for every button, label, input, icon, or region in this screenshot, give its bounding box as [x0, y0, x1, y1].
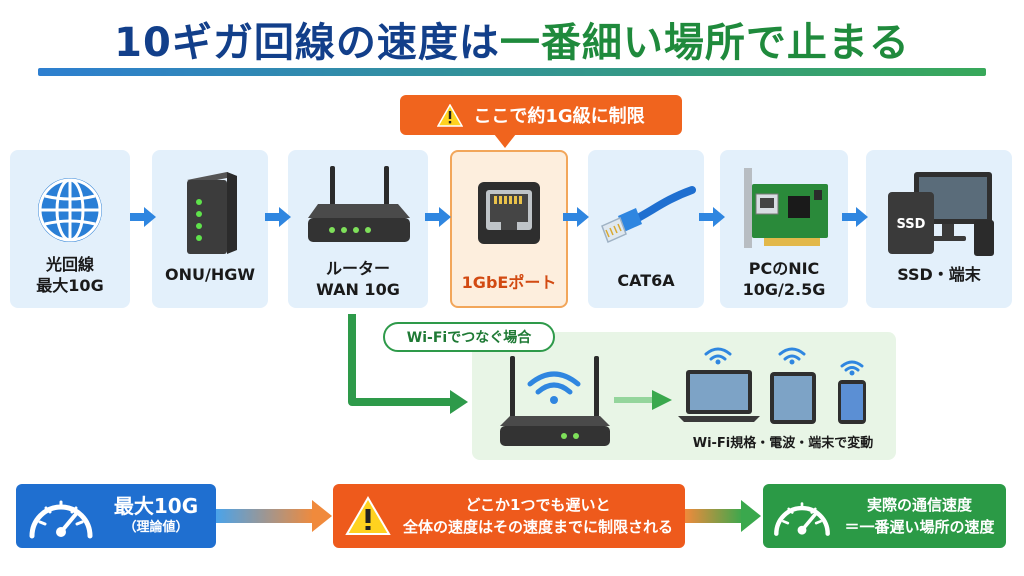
arrow-right-icon	[685, 500, 761, 532]
title-underline	[38, 68, 986, 76]
ethernet-port-icon	[478, 182, 540, 244]
wifi-router-icon	[500, 356, 610, 446]
title-part2: 一番細い場所で止まる	[499, 20, 910, 66]
router-icon	[308, 166, 410, 242]
lan-cable-icon	[601, 186, 696, 244]
wifi-tag: Wi-Fiでつなぐ場合	[383, 322, 555, 352]
arrow-right-icon	[563, 207, 589, 227]
title-part1: 10ギガ回線の速度は	[114, 20, 500, 66]
chain-label: SSD・端末	[897, 265, 981, 284]
chain-label: 1GbEポート	[461, 273, 557, 292]
arrow-right-icon	[130, 207, 156, 227]
globe-icon	[38, 178, 102, 242]
warning-icon	[345, 496, 391, 535]
chain-label: ルーター WAN 10G	[316, 259, 400, 299]
bottleneck-callout: ここで約1G級に制限	[400, 95, 682, 135]
chain-card-cable: CAT6A	[588, 150, 704, 308]
chain-card-nic: PCのNIC 10G/2.5G	[720, 150, 848, 308]
bottleneck-warning-box: どこか1つでも遅いと 全体の速度はその速度までに制限される	[333, 484, 685, 548]
svg-text:SSD: SSD	[897, 217, 926, 232]
page-title: 10ギガ回線の速度は一番細い場所で止まる	[0, 10, 1024, 68]
chain-label: CAT6A	[617, 271, 675, 290]
chain-card-pc: SSD SSD・端末	[866, 150, 1012, 308]
wifi-branch-arrow-icon	[348, 314, 468, 414]
chain-card-router: ルーター WAN 10G	[288, 150, 428, 308]
max-speed-line1: 最大10G	[113, 494, 199, 518]
pc-ssd-icon: SSD	[888, 172, 994, 256]
speedometer-icon	[29, 500, 93, 539]
arrow-right-icon	[699, 207, 725, 227]
wifi-note: Wi-Fi規格・電波・端末で変動	[692, 436, 874, 451]
callout-pointer	[494, 134, 516, 148]
chain-card-onu: ONU/HGW	[152, 150, 268, 308]
chain-label: ONU/HGW	[165, 265, 255, 284]
arrow-right-icon	[842, 207, 868, 227]
wifi-tag-label: Wi-Fiでつなぐ場合	[406, 330, 532, 346]
warn-line1: どこか1つでも遅いと	[465, 496, 611, 514]
real-speed-line2: ＝一番遅い場所の速度	[844, 518, 995, 536]
real-speed-line1: 実際の通信速度	[866, 496, 972, 514]
chain-label: PCのNIC 10G/2.5G	[742, 259, 826, 299]
callout-text: ここで約1G級に制限	[473, 106, 645, 127]
onu-device-icon	[187, 172, 237, 254]
arrow-right-icon	[614, 390, 672, 410]
chain-card-fiber: 光回線 最大10G	[10, 150, 130, 308]
chain-card-1gbe-port: 1GbEポート	[450, 150, 568, 308]
speedometer-icon	[774, 502, 830, 536]
arrow-right-icon	[265, 207, 291, 227]
warning-icon	[437, 103, 464, 127]
actual-speed-box: 実際の通信速度 ＝一番遅い場所の速度	[763, 484, 1006, 548]
arrow-right-icon	[216, 500, 332, 532]
network-card-icon	[744, 168, 828, 248]
arrow-right-icon	[425, 207, 451, 227]
wireless-devices-icon	[678, 347, 866, 424]
chain-label: 光回線 最大10G	[36, 255, 104, 295]
max-speed-line2: （理論値）	[123, 520, 189, 535]
max-speed-box: 最大10G （理論値）	[16, 484, 216, 548]
warn-line2: 全体の速度はその速度までに制限される	[402, 518, 673, 536]
